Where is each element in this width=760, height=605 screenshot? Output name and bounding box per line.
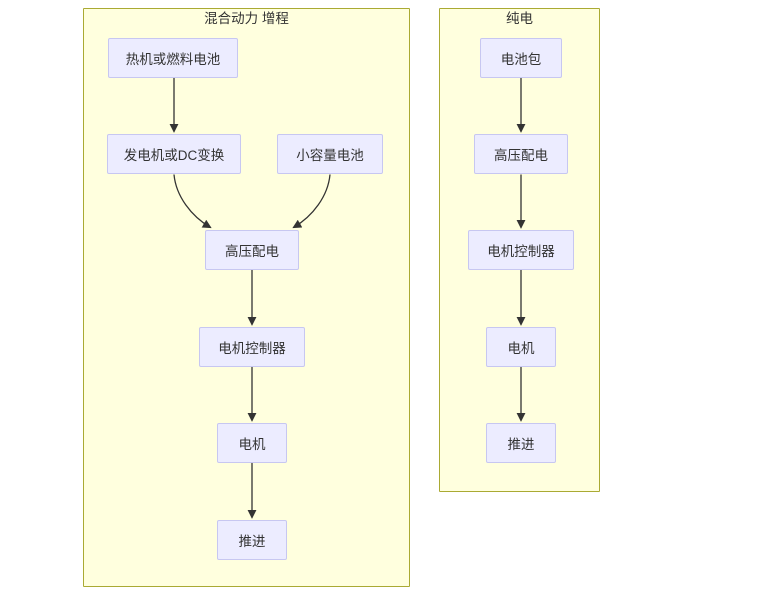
node-motor-ev: 电机 — [486, 327, 556, 367]
node-motor-controller: 电机控制器 — [199, 327, 305, 367]
node-hv-power-distribution-ev: 高压配电 — [474, 134, 568, 174]
cluster-hybrid-range-extender — [83, 8, 410, 587]
node-heat-engine-or-fuel-cell: 热机或燃料电池 — [108, 38, 238, 78]
node-small-capacity-battery: 小容量电池 — [277, 134, 383, 174]
cluster-pure-electric-title: 纯电 — [506, 11, 533, 26]
node-hv-power-distribution: 高压配电 — [205, 230, 299, 270]
node-generator-or-dc-converter: 发电机或DC变换 — [107, 134, 241, 174]
node-propulsion-ev: 推进 — [486, 423, 556, 463]
node-motor-controller-ev: 电机控制器 — [468, 230, 574, 270]
node-battery-pack: 电池包 — [480, 38, 562, 78]
node-motor: 电机 — [217, 423, 287, 463]
cluster-hybrid-title: 混合动力 增程 — [204, 11, 289, 26]
node-propulsion: 推进 — [217, 520, 287, 560]
